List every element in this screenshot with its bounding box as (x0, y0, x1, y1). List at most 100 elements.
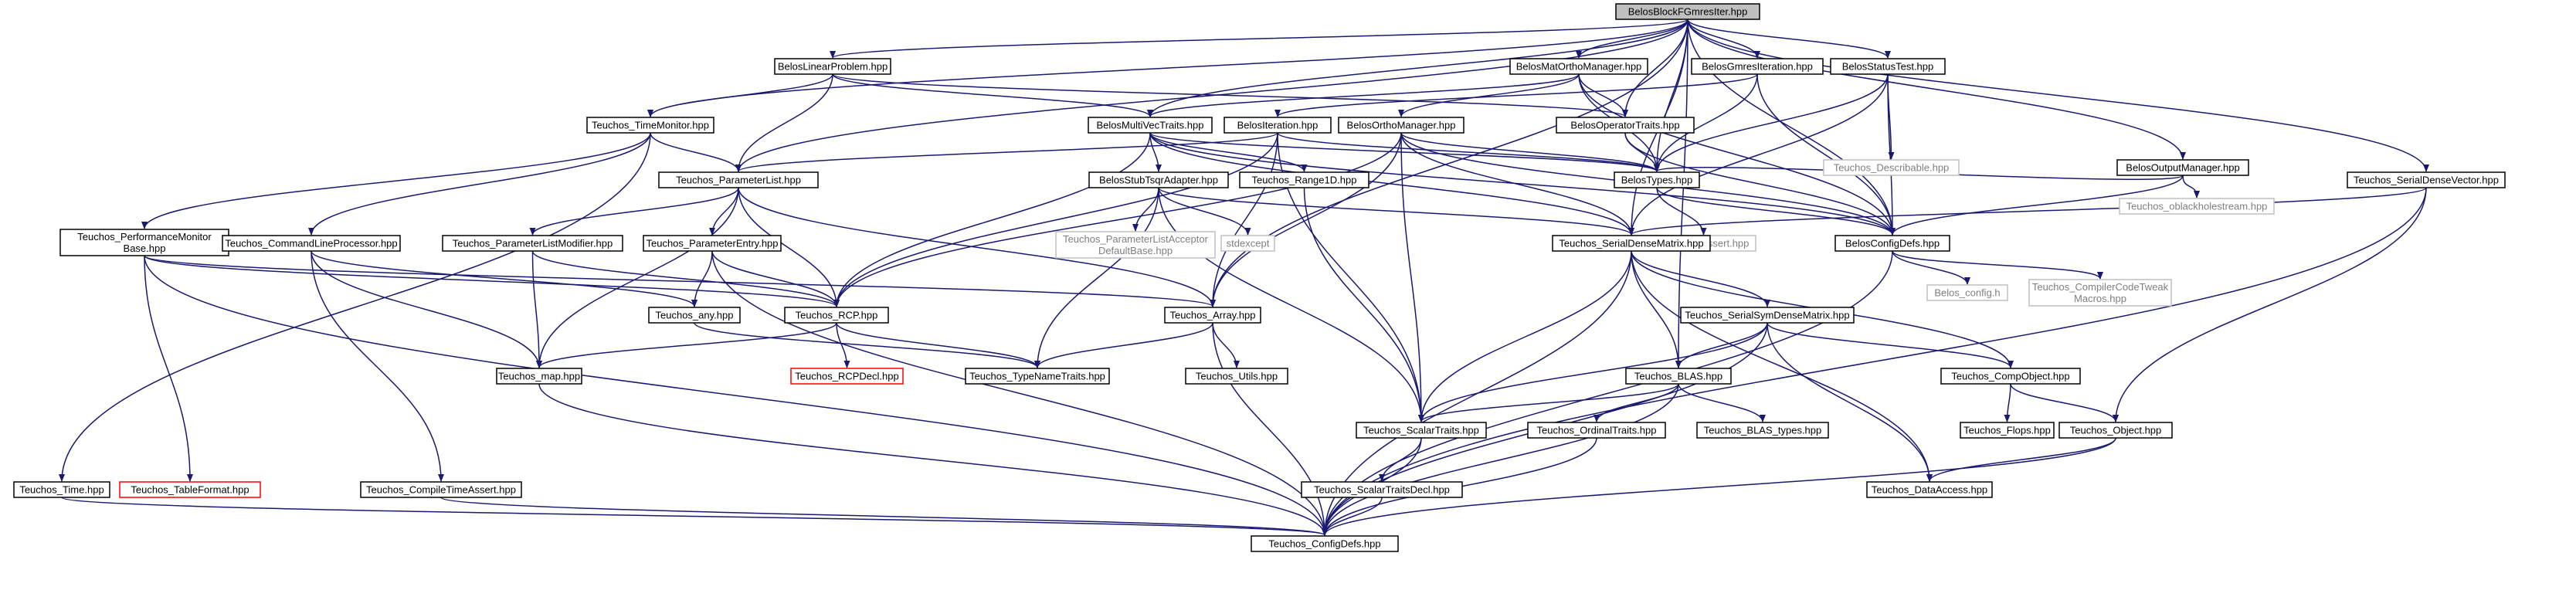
edge-root-to-statustest (1687, 19, 1891, 59)
node-label: Belos_config.h (1934, 287, 2000, 299)
node-range1d[interactable]: Teuchos_Range1D.hpp (1239, 171, 1369, 188)
node-label: Teuchos_ParameterList.hpp (676, 175, 801, 186)
node-placceptor[interactable]: Teuchos_ParameterListAcceptorDefaultBase… (1055, 231, 1216, 259)
node-oblack[interactable]: Teuchos_oblackholestream.hpp (2119, 198, 2275, 215)
node-blas[interactable]: Teuchos_BLAS.hpp (1625, 368, 1732, 385)
node-belosconfig[interactable]: BelosConfigDefs.hpp (1834, 235, 1950, 252)
node-label: BelosOrthoManager.hpp (1347, 120, 1456, 131)
node-gmresiter[interactable]: BelosGmresIteration.hpp (1691, 58, 1824, 75)
node-dataaccess[interactable]: Teuchos_DataAccess.hpp (1866, 481, 1993, 498)
node-describable[interactable]: Teuchos_Describable.hpp (1823, 159, 1960, 176)
node-matortho[interactable]: BelosMatOrthoManager.hpp (1509, 58, 1648, 75)
node-symdense[interactable]: Teuchos_SerialSymDenseMatrix.hpp (1680, 307, 1855, 324)
node-rcpdecl[interactable]: Teuchos_RCPDecl.hpp (790, 368, 904, 385)
node-root[interactable]: BelosBlockFGmresIter.hpp (1615, 3, 1760, 20)
node-label: Teuchos_ParameterListModifier.hpp (453, 238, 613, 249)
node-multivec[interactable]: BelosMultiVecTraits.hpp (1088, 117, 1213, 134)
node-label: Teuchos_any.hpp (656, 310, 734, 321)
node-sdmatrix[interactable]: Teuchos_SerialDenseMatrix.hpp (1552, 235, 1711, 252)
node-stdexcept[interactable]: stdexcept (1220, 235, 1275, 252)
edge-pentry-to-rcp (711, 250, 840, 307)
node-box (1696, 422, 1829, 439)
node-paramlist[interactable]: Teuchos_ParameterList.hpp (658, 171, 819, 188)
edge-root-to-outputmgr (1687, 19, 2186, 160)
node-outputmgr[interactable]: BelosOutputManager.hpp (2116, 159, 2249, 176)
node-label: Teuchos_CommandLineProcessor.hpp (225, 238, 397, 249)
edge-stubtsqr-to-sdmatrix (1158, 187, 1634, 236)
node-configdefs[interactable]: Teuchos_ConfigDefs.hpp (1251, 535, 1399, 552)
edge-stubtsqr-to-stdexcept (1158, 187, 1251, 236)
node-optraits[interactable]: BelosOperatorTraits.hpp (1556, 117, 1695, 134)
node-label: BelosMultiVecTraits.hpp (1097, 120, 1204, 131)
node-label: Macros.hpp (2074, 293, 2126, 304)
edge-any-to-typename (694, 322, 1040, 368)
edge-perfmon-to-array (144, 255, 1216, 307)
edge-pentry-to-any (691, 250, 713, 307)
edge-plmod-to-rcp (531, 250, 840, 307)
node-label: Teuchos_SerialDenseVector.hpp (2354, 175, 2499, 186)
edge-blas-to-configdefs (1322, 383, 1679, 536)
node-box (1527, 422, 1666, 439)
node-belostypes[interactable]: BelosTypes.hpp (1614, 171, 1700, 188)
node-box (1866, 481, 1993, 498)
edges-layer (59, 19, 2429, 536)
node-clp[interactable]: Teuchos_CommandLineProcessor.hpp (222, 235, 401, 252)
edge-symdense-to-dataaccess (1767, 322, 1933, 482)
edge-pentry-to-configdefs (711, 250, 1328, 536)
node-label: Teuchos_ParameterEntry.hpp (646, 238, 778, 249)
node-label: Teuchos_Object.hpp (2070, 425, 2162, 436)
node-tableformat[interactable]: Teuchos_TableFormat.hpp (119, 481, 261, 498)
node-typename[interactable]: Teuchos_TypeNameTraits.hpp (965, 368, 1110, 385)
node-stubtsqr[interactable]: BelosStubTsqrAdapter.hpp (1088, 171, 1229, 188)
edge-rcp-to-rcpdecl (836, 322, 850, 368)
node-time[interactable]: Teuchos_Time.hpp (13, 481, 110, 498)
node-linprob[interactable]: BelosLinearProblem.hpp (774, 58, 891, 75)
edge-symdense-to-compobj (1767, 322, 2014, 368)
node-statustest[interactable]: BelosStatusTest.hpp (1830, 58, 1946, 75)
node-ordinal[interactable]: Teuchos_OrdinalTraits.hpp (1527, 422, 1666, 439)
node-blastypes[interactable]: Teuchos_BLAS_types.hpp (1696, 422, 1829, 439)
node-label: BelosOutputManager.hpp (2126, 162, 2239, 174)
node-flops[interactable]: Teuchos_Flops.hpp (1960, 422, 2055, 439)
node-timemon[interactable]: Teuchos_TimeMonitor.hpp (586, 117, 714, 134)
node-pentry[interactable]: Teuchos_ParameterEntry.hpp (643, 235, 782, 252)
node-iteration[interactable]: BelosIteration.hpp (1224, 117, 1332, 134)
node-box (1926, 284, 2008, 301)
node-orthomgr[interactable]: BelosOrthoManager.hpp (1338, 117, 1464, 134)
node-any[interactable]: Teuchos_any.hpp (648, 307, 741, 324)
node-rcp[interactable]: Teuchos_RCP.hpp (784, 307, 889, 324)
node-box (360, 481, 522, 498)
edge-gmresiter-to-iteration (1274, 73, 1758, 117)
node-map[interactable]: Teuchos_map.hpp (496, 368, 582, 385)
edge-root-to-belosconfig (1687, 19, 1896, 236)
node-array[interactable]: Teuchos_Array.hpp (1164, 307, 1261, 324)
node-label: Teuchos_RCPDecl.hpp (795, 371, 898, 382)
node-object[interactable]: Teuchos_Object.hpp (2058, 422, 2173, 439)
node-label: BelosStubTsqrAdapter.hpp (1099, 175, 1218, 186)
node-label: BelosGmresIteration.hpp (1702, 61, 1813, 73)
edge-timemon-to-paramlist (650, 132, 742, 172)
node-box (1164, 307, 1261, 324)
node-box (2028, 279, 2172, 307)
node-box (1940, 368, 2081, 385)
node-label: Teuchos_Utils.hpp (1196, 371, 1278, 382)
node-compobj[interactable]: Teuchos_CompObject.hpp (1940, 368, 2081, 385)
edge-iteration-to-paramlist (735, 132, 1278, 172)
node-utils[interactable]: Teuchos_Utils.hpp (1185, 368, 1288, 385)
node-box (119, 481, 261, 498)
node-scalartraits[interactable]: Teuchos_ScalarTraits.hpp (1356, 422, 1487, 439)
edge-rcp-to-map (536, 322, 837, 368)
node-label: Teuchos_TypeNameTraits.hpp (969, 371, 1105, 382)
edge-outputmgr-to-oblack (2182, 175, 2200, 198)
node-scalardecl[interactable]: Teuchos_ScalarTraitsDecl.hpp (1301, 481, 1463, 498)
edge-scalardecl-to-configdefs (1322, 497, 1383, 536)
node-ctassert[interactable]: Teuchos_CompileTimeAssert.hpp (360, 481, 522, 498)
node-label: Teuchos_TimeMonitor.hpp (592, 120, 709, 131)
node-label: Teuchos_Describable.hpp (1834, 162, 1950, 174)
node-sdvector[interactable]: Teuchos_SerialDenseVector.hpp (2347, 171, 2506, 188)
edge-gmresiter-to-belosconfig (1756, 73, 1896, 236)
node-plmod[interactable]: Teuchos_ParameterListModifier.hpp (442, 235, 623, 252)
node-belos_config[interactable]: Belos_config.h (1926, 284, 2008, 301)
